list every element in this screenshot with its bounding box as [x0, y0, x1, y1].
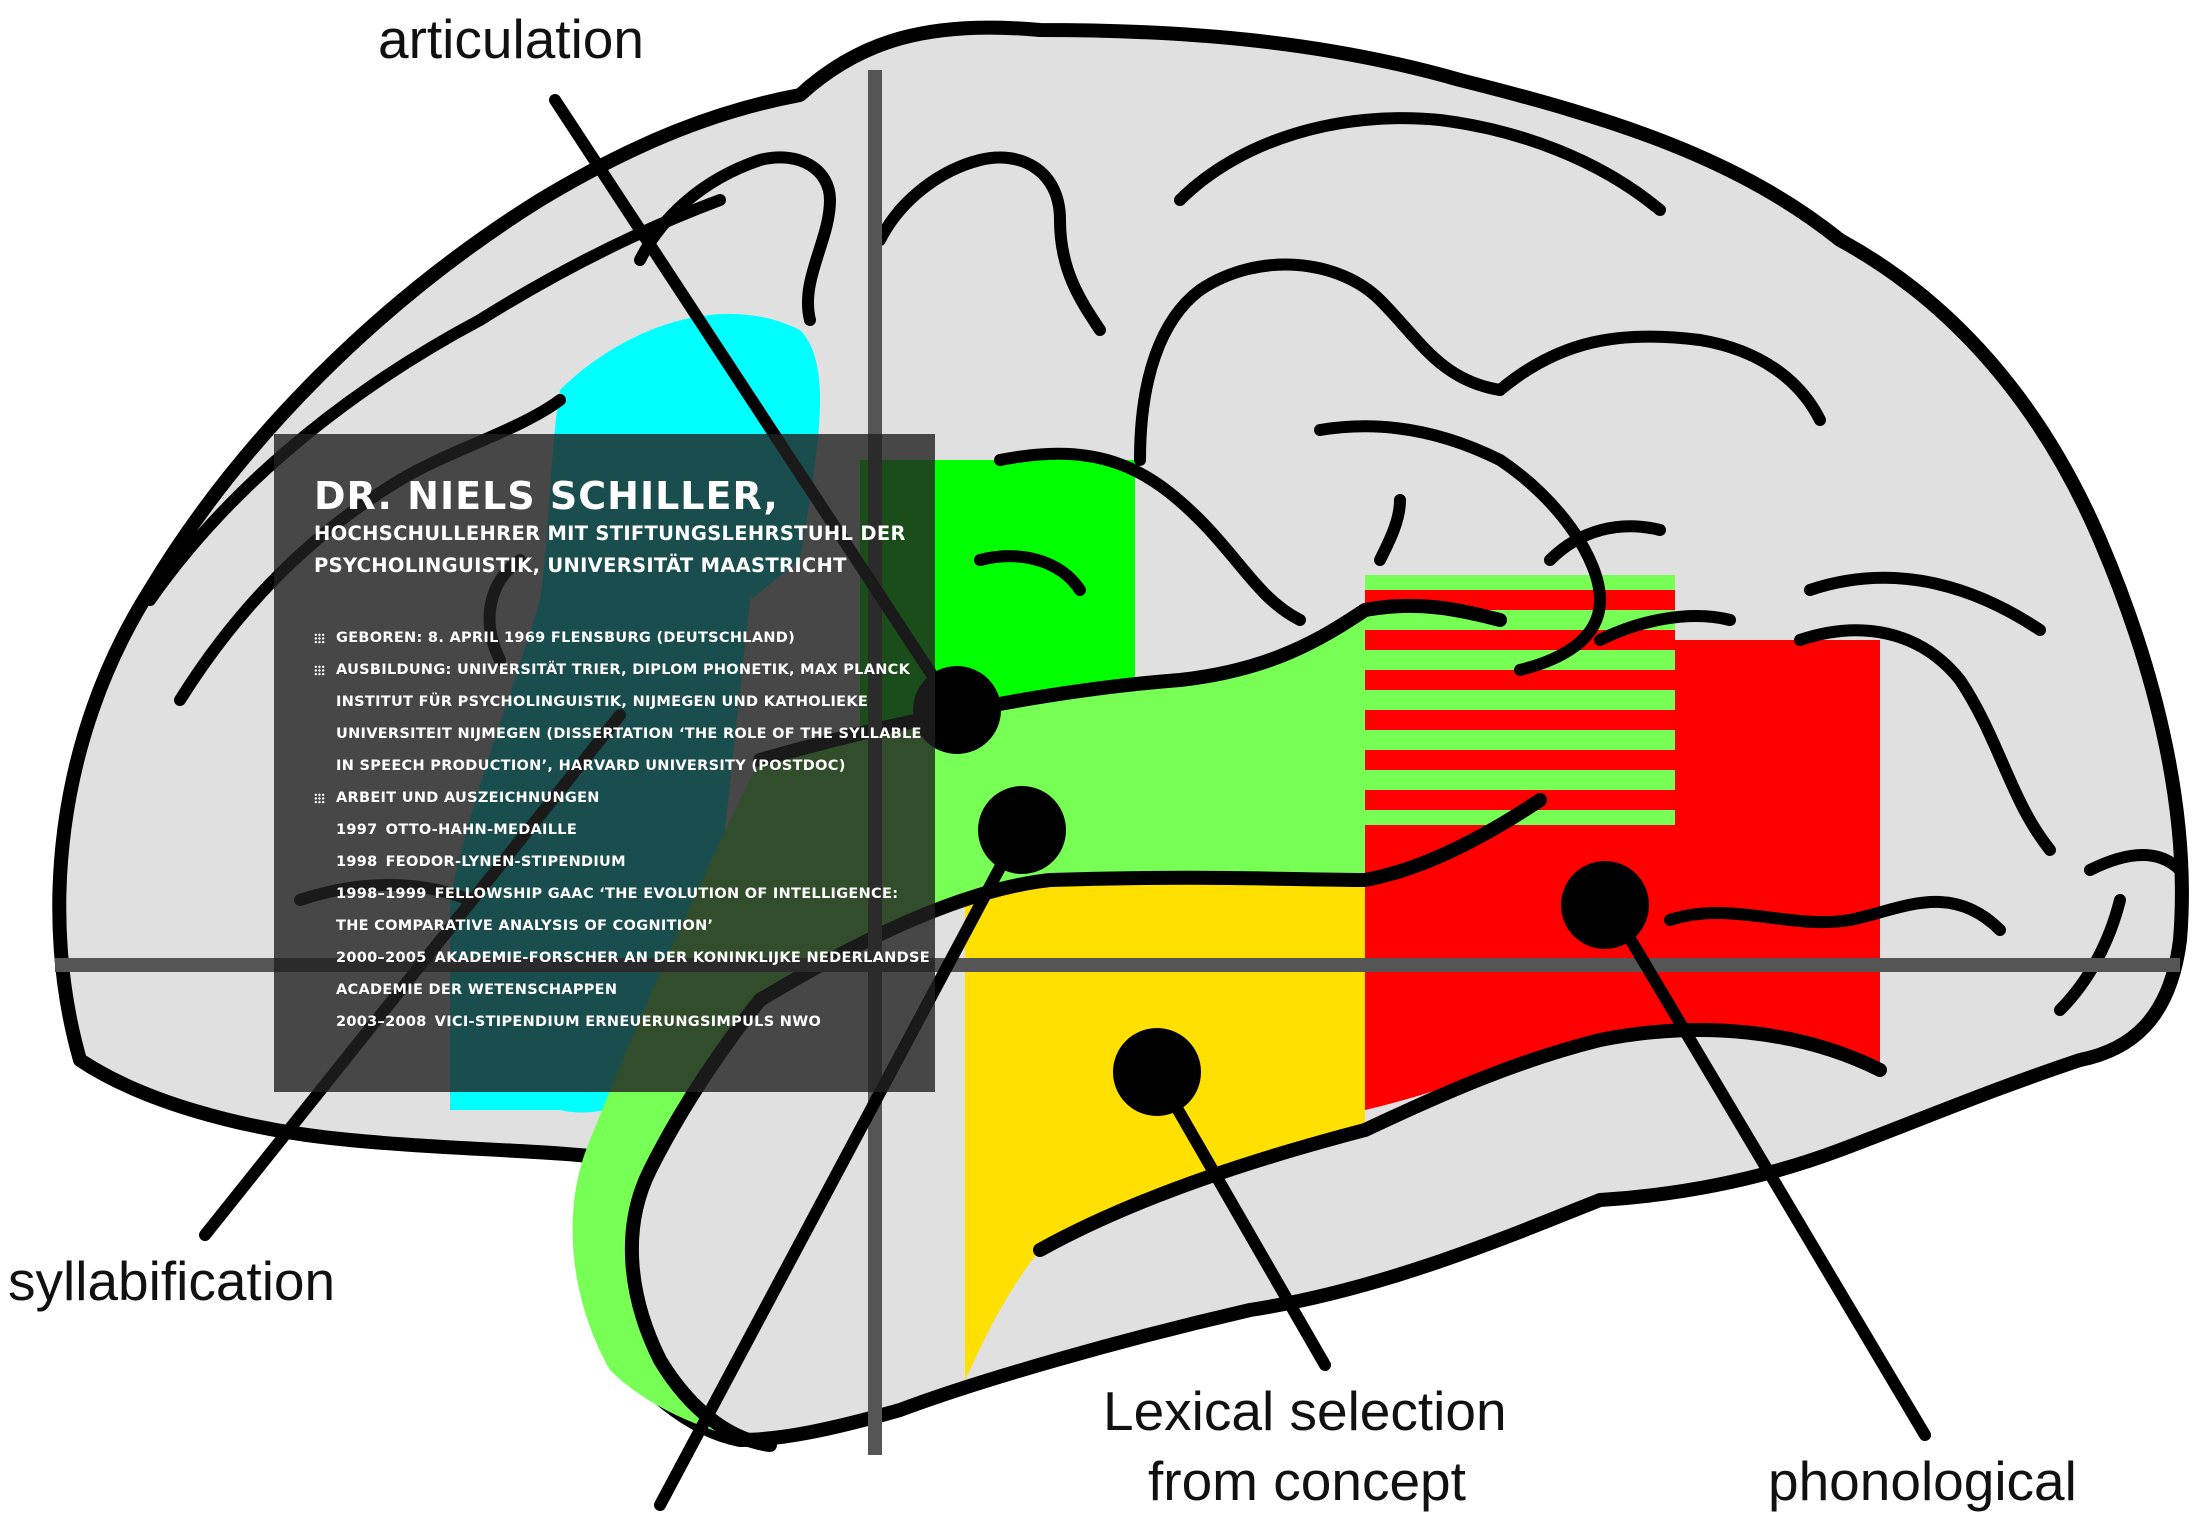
fact-born-text: GEBOREN: 8. APRIL 1969 FLENSBURG (DEUTSC… [336, 630, 796, 646]
grid-bullet-icon [314, 633, 325, 644]
fact-education-continued: INSTITUT FÜR PSYCHOLINGUISTIK, NIJMEGEN … [314, 686, 905, 718]
marker-phonological [1561, 861, 1649, 949]
fact-education-continued: UNIVERSITEIT NIJMEGEN (DISSERTATION ‘THE… [314, 718, 921, 750]
award-year: 2000–2005 [336, 950, 427, 966]
award-text: FELLOWSHIP GAAC ‘THE EVOLUTION OF INTELL… [434, 886, 899, 902]
fact-education-continued: IN SPEECH PRODUCTION’, HARVARD UNIVERSIT… [314, 750, 905, 782]
yellow-region [965, 878, 1365, 1380]
awards-heading: ARBEIT UND AUSZEICHNUNGEN [336, 790, 600, 806]
award-item: 2003–2008 VICI-STIPENDIUM ERNEUERUNGSIMPU… [314, 1006, 905, 1038]
award-item: 1998–1999 FELLOWSHIP GAAC ‘THE EVOLUTION … [314, 878, 905, 910]
award-text: THE COMPARATIVE ANALYSIS OF COGNITION’ [336, 918, 714, 934]
fact-awards-heading: ARBEIT UND AUSZEICHNUNGEN [314, 782, 905, 814]
label-phonological: phonological [1768, 1450, 2077, 1512]
award-item: 1998 FEODOR-LYNEN-STIPENDIUM [314, 846, 905, 878]
award-year: 1997 [336, 822, 378, 838]
grid-bullet-icon [314, 793, 325, 804]
panel-facts: GEBOREN: 8. APRIL 1969 FLENSBURG (DEUTSC… [314, 622, 930, 1038]
award-item-continued: THE COMPARATIVE ANALYSIS OF COGNITION’ [314, 910, 905, 942]
region-markers [913, 666, 1649, 1116]
award-item-continued: ACADEMIE DER WETENSCHAPPEN [314, 974, 905, 1006]
award-year: 1998–1999 [336, 886, 427, 902]
award-year: 1998 [336, 854, 378, 870]
fact-education-line: INSTITUT FÜR PSYCHOLINGUISTIK, NIJMEGEN … [336, 694, 869, 710]
label-lexical-selection-line1: Lexical selection [1103, 1380, 1507, 1442]
award-text: VICI-STIPENDIUM ERNEUERUNGSIMPULS NWO [434, 1014, 822, 1030]
panel-subtitle-line1: HOCHSCHULLEHRER MIT STIFTUNGSLEHRSTUHL D… [314, 522, 906, 545]
award-item: 2000–2005 AKADEMIE-FORSCHER AN DER KONINK… [314, 942, 930, 974]
fact-education-line: IN SPEECH PRODUCTION’, HARVARD UNIVERSIT… [336, 758, 846, 774]
label-syllabification: syllabification [8, 1250, 335, 1312]
fact-education-line: UNIVERSITEIT NIJMEGEN (DISSERTATION ‘THE… [336, 726, 922, 742]
grid-bullet-icon [314, 665, 325, 676]
award-text: FEODOR-LYNEN-STIPENDIUM [385, 854, 626, 870]
award-year: 2003–2008 [336, 1014, 427, 1030]
fact-education-line: AUSBILDUNG: UNIVERSITÄT TRIER, DIPLOM PH… [336, 662, 911, 678]
fact-education: AUSBILDUNG: UNIVERSITÄT TRIER, DIPLOM PH… [314, 654, 910, 686]
marker-articulation [913, 666, 1001, 754]
award-text: OTTO-HAHN-MEDAILLE [385, 822, 578, 838]
label-articulation: articulation [378, 8, 644, 70]
award-text: ACADEMIE DER WETENSCHAPPEN [336, 982, 618, 998]
award-text: AKADEMIE-FORSCHER AN DER KONINKLIJKE NED… [434, 950, 930, 966]
marker-lexical [1113, 1028, 1201, 1116]
bio-panel: DR. NIELS SCHILLER, HOCHSCHULLEHRER MIT … [274, 434, 935, 1092]
panel-name: DR. NIELS SCHILLER, [314, 474, 779, 518]
fact-born: GEBOREN: 8. APRIL 1969 FLENSBURG (DEUTSC… [314, 622, 905, 654]
award-item: 1997 OTTO-HAHN-MEDAILLE [314, 814, 905, 846]
label-lexical-selection-line2: from concept [1148, 1450, 1466, 1512]
marker-syllabification [978, 786, 1066, 874]
panel-subtitle-line2: PSYCHOLINGUISTIK, UNIVERSITÄT MAASTRICHT [314, 554, 847, 577]
inferior-temporal-outline [1033, 1023, 1887, 1257]
